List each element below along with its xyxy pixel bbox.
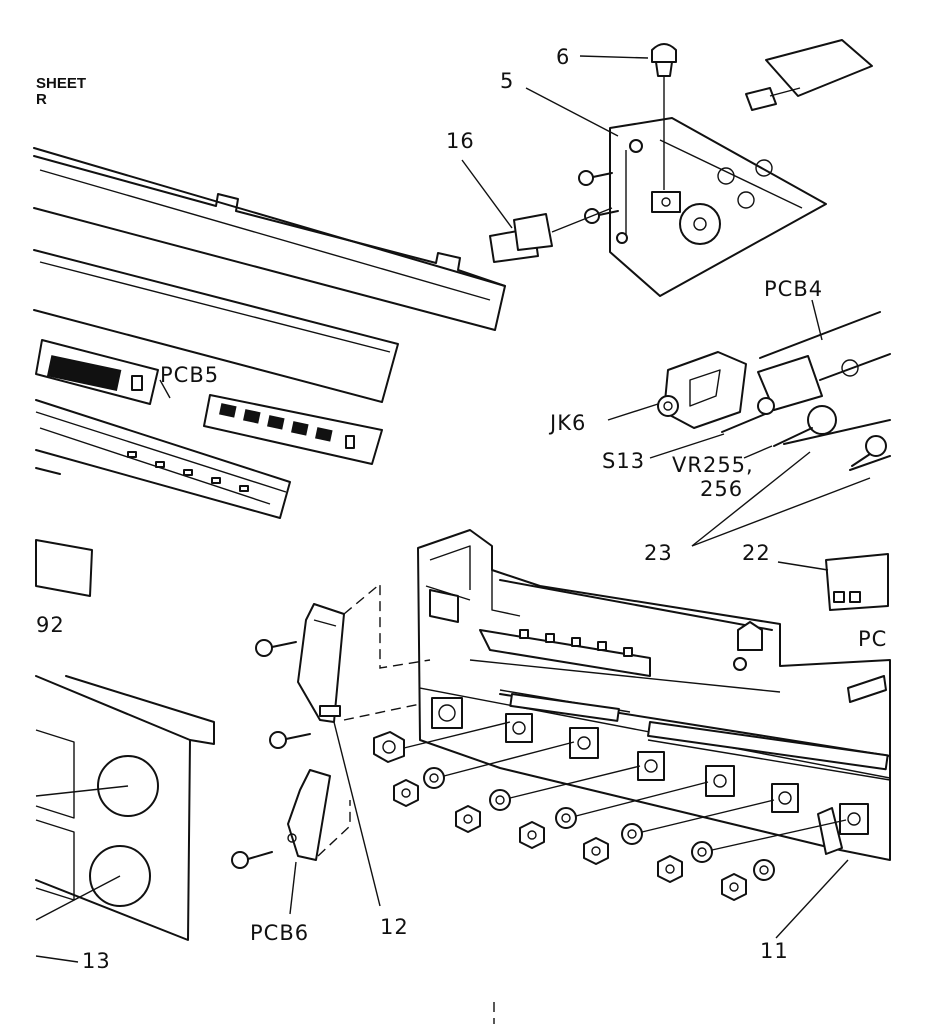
main-chassis [417,529,891,861]
push-clip-part [651,43,677,190]
display-panel-strip [33,249,399,403]
callout-vr256: 256 [700,477,743,501]
screw-top-2 [584,208,619,224]
jk6-jack [657,351,747,429]
switch-actuator-part [745,39,873,111]
callout-pcb5: PCB5 [160,363,219,387]
slotted-rail [35,399,291,519]
front-panel [35,675,215,941]
left-block-part [35,539,93,597]
callout-16: 16 [446,129,475,153]
vr255-potentiometer [773,359,859,447]
leader-lines [35,55,871,963]
chassis-terminal-row [479,629,651,677]
connector-part-22 [825,553,889,611]
sheet-ref-line1: SHEET [36,75,86,92]
pcb6-bracket [287,769,331,861]
chassis-jack-openings [431,697,869,835]
callout-92: 92 [36,613,65,637]
display-module [35,339,159,405]
pcb5-board [203,394,383,465]
top-bracket-assembly [609,117,827,297]
callout-13: 13 [82,949,111,973]
callout-pcb6: PCB6 [250,921,309,945]
callout-12: 12 [380,915,409,939]
callout-23: 23 [644,541,673,565]
pcb4-board [759,311,891,471]
callout-vr255: VR255, [672,453,754,477]
bracket-part-12 [297,603,345,723]
callout-11: 11 [760,939,789,963]
callout-s13: S13 [602,449,645,473]
s13-switch [721,355,823,433]
guide-pins [733,621,887,703]
vr256-potentiometer [851,435,887,467]
callout-pc: PC [858,627,887,651]
callout-6: 6 [556,45,570,69]
nut-washer-set [373,721,847,901]
screws-left [231,639,311,869]
callout-pcb4: PCB4 [764,277,823,301]
callout-jk6: JK6 [548,411,586,435]
assembly-dash-lines [317,582,495,1024]
sheet-ref-line2: R [36,91,47,108]
callout-22: 22 [742,541,771,565]
knob-part-16 [489,207,613,263]
screw-top-1 [578,170,613,186]
callout-5: 5 [500,69,514,93]
front-trim-strip [33,147,506,331]
